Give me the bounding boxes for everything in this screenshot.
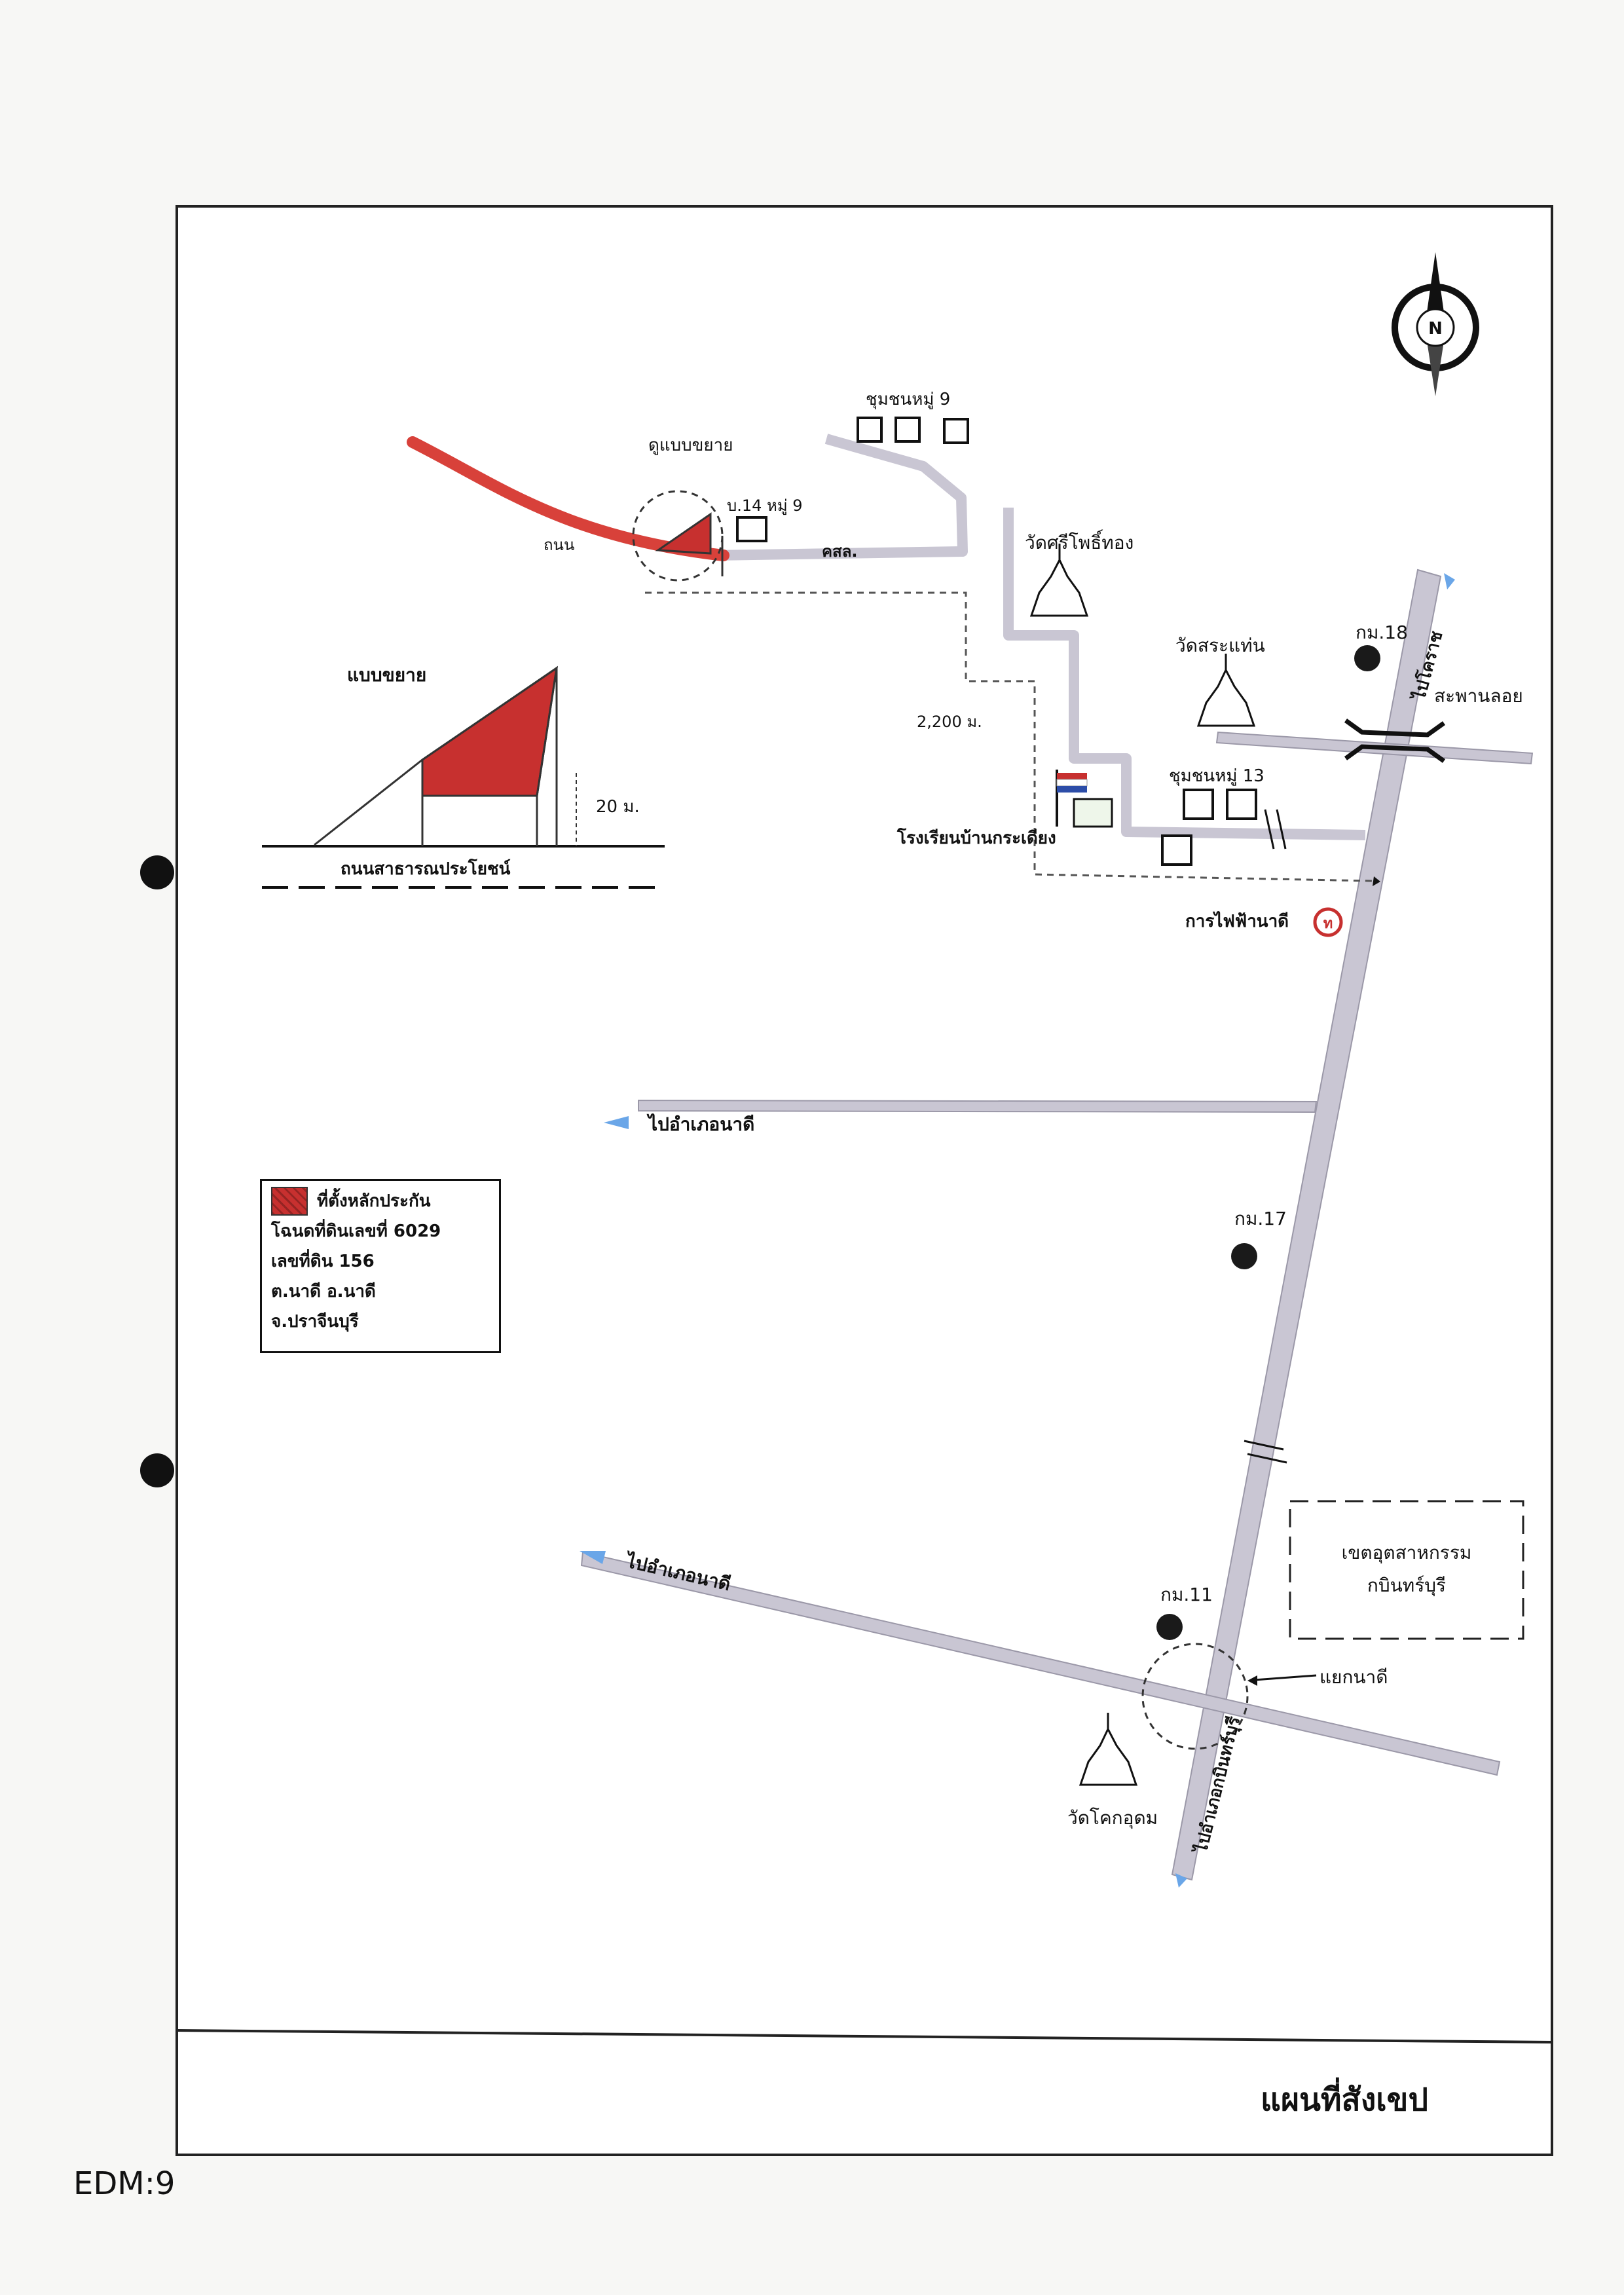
junction-pointer: [1253, 1674, 1317, 1681]
footer-divider: [176, 2029, 1553, 2043]
km18-label: กม.18: [1356, 622, 1408, 643]
legend-line-1: ที่ตั้งหลักประกัน: [317, 1191, 431, 1211]
to-nadi-1-arrow-icon: [604, 1116, 629, 1129]
map-title: แผนที่สังเขป: [1261, 2081, 1428, 2118]
temple-icon: [1196, 654, 1256, 727]
electricity-label: การไฟฟ้านาดี: [1185, 910, 1289, 931]
inset-diagram: [262, 665, 665, 889]
temple-icon: [1029, 544, 1089, 617]
inset-road-label: ถนนสาธารณประโยชน์: [341, 858, 511, 879]
rural-road: [713, 434, 1366, 840]
inset-title: แบบขยาย: [347, 664, 426, 686]
km11-marker-icon: [1156, 1614, 1183, 1640]
north-label: N: [1428, 319, 1443, 339]
inset-depth-label: 20 ม.: [596, 797, 640, 817]
km17-label: กม.17: [1234, 1208, 1287, 1229]
to-nadi-2-arrow-icon: [580, 1551, 606, 1564]
school-label: โรงเรียนบ้านกระเดียง: [896, 827, 1056, 848]
document-code: EDM:9: [73, 2165, 175, 2202]
korat-arrow-icon: [1444, 573, 1455, 589]
road-break-icon: [1244, 809, 1287, 1464]
km11-label: กม.11: [1160, 1584, 1213, 1605]
junction-circle: [1141, 1643, 1249, 1750]
legend-box: ที่ตั้งหลักประกัน โฉนดที่ดินเลขที่ 6029 …: [260, 1179, 501, 1353]
binder-hole-1: [140, 855, 174, 889]
wat-sa-saen-label: วัดสระแท่น: [1175, 635, 1265, 656]
svg-text:ท: ท: [1323, 916, 1333, 932]
industrial-zone-label-2: กบินทร์บุรี: [1367, 1575, 1446, 1597]
legend-line-5: จ.ปราจีนบุรี: [271, 1312, 359, 1332]
bridge-icon: [1344, 718, 1446, 763]
school-flag-icon: [1056, 770, 1113, 828]
to-nadi-district-1-label: ไปอำเภอนาดี: [646, 1113, 754, 1135]
km17-marker-icon: [1231, 1243, 1257, 1269]
industrial-zone-box: [1289, 1500, 1524, 1640]
route-arrow-icon: [1373, 876, 1380, 886]
community-moo13-label: ชุมชนหมู่ 13: [1169, 766, 1264, 786]
electricity-icon: ท: [1313, 907, 1343, 937]
road-nadi-upper: [638, 1099, 1318, 1113]
north-arrow-icon: N: [1392, 252, 1479, 396]
house-no-label: บ.14 หมู่ 9: [727, 496, 803, 515]
distance-label: 2,200 ม.: [917, 713, 982, 731]
see-enlarged-label: ดูแบบขยาย: [648, 436, 733, 455]
road-nadi-lower: [580, 1551, 1501, 1776]
km18-marker-icon: [1354, 645, 1380, 671]
road-rural-label: คสล.: [822, 542, 858, 561]
wat-sri-pho-thong-label: วัดศรีโพธิ์ทอง: [1025, 529, 1134, 553]
industrial-zone-label-1: เขตอุตสาหกรรม: [1342, 1542, 1472, 1564]
houses-moo13: [1161, 789, 1257, 866]
main-highway: [1171, 569, 1442, 1881]
parcel-swatch-icon: [271, 1187, 308, 1216]
floating-bridge-label: สะพานลอย: [1434, 685, 1523, 707]
binder-hole-2: [140, 1453, 174, 1487]
temple-icon: [1079, 1713, 1138, 1786]
junction-pointer-arrow-icon: [1247, 1675, 1257, 1686]
kabinburi-arrow-icon: [1175, 1873, 1187, 1888]
legend-line-4: ต.นาดี อ.นาดี: [271, 1282, 376, 1301]
road-left-label: ถนน: [544, 536, 574, 554]
nadi-junction-label: แยกนาดี: [1320, 1666, 1388, 1688]
community-moo9-label: ชุมชนหมู่ 9: [866, 390, 950, 409]
wat-khok-udom-label: วัดโคกอุดม: [1067, 1807, 1158, 1829]
legend-line-3: เลขที่ดิน 156: [271, 1252, 375, 1271]
legend-row-parcel: ที่ตั้งหลักประกัน: [271, 1186, 490, 1216]
collateral-plot: [632, 490, 724, 582]
houses-moo9: [736, 417, 969, 542]
legend-line-2: โฉนดที่ดินเลขที่ 6029: [271, 1222, 441, 1241]
